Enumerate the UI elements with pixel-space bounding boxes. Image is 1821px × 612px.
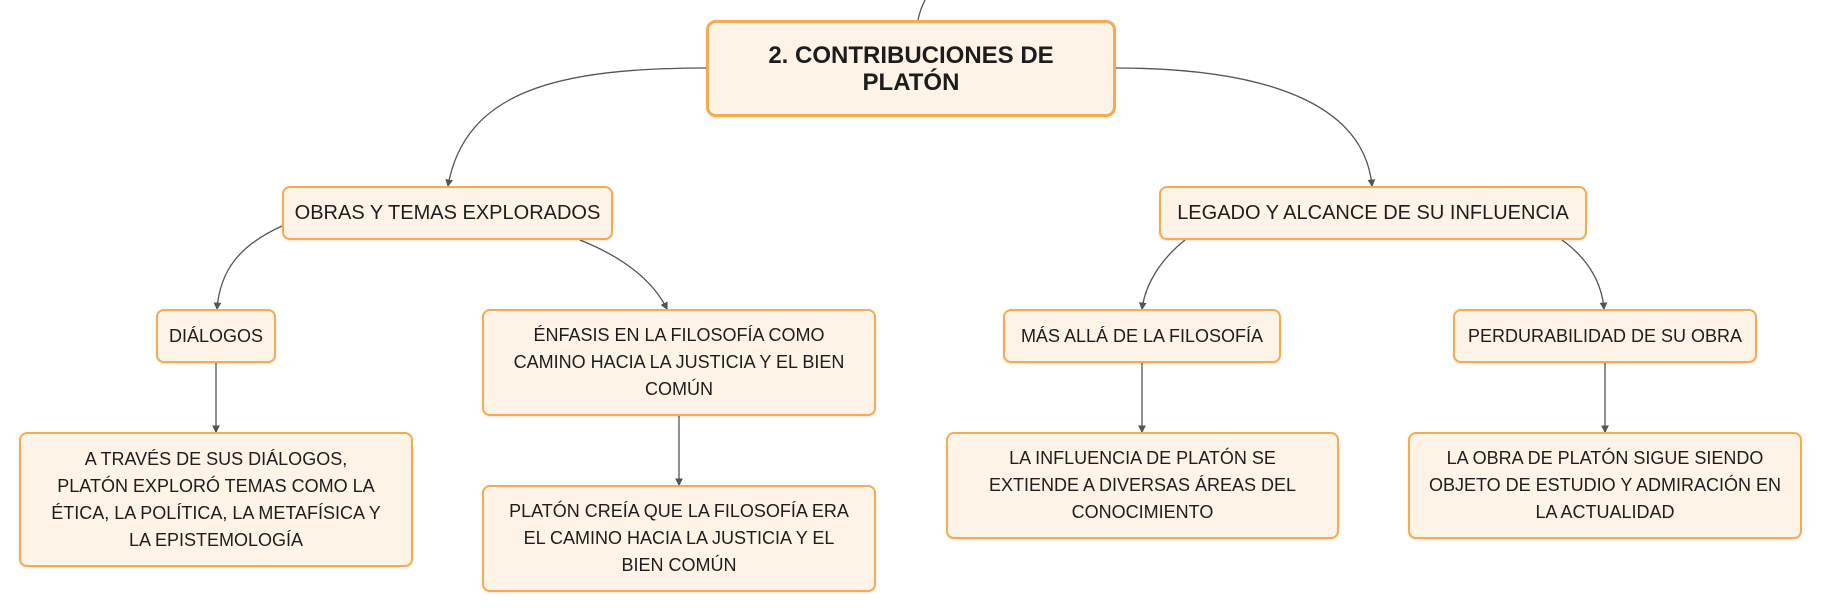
connector-root-to-obras <box>445 67 707 188</box>
detail-node-dialogos[interactable]: A TRAVÉS DE SUS DIÁLOGOS, PLATÓN EXPLORÓ… <box>19 432 413 567</box>
connector-obras-to-dialogos <box>213 225 283 311</box>
connector-legado-to-perdurabilidad <box>1561 239 1608 311</box>
connector-obras-to-enfasis <box>579 239 668 311</box>
detail-node-perdurabilidad-text: LA OBRA DE PLATÓN SIGUE SIENDO OBJETO DE… <box>1428 448 1782 522</box>
topic-node-mas-alla-label: MÁS ALLÁ DE LA FILOSOFÍA <box>1020 325 1264 346</box>
topic-node-mas-alla[interactable]: MÁS ALLÁ DE LA FILOSOFÍA <box>1003 309 1281 363</box>
connector-parent-to-root <box>917 0 926 21</box>
topic-node-enfasis[interactable]: ÉNFASIS EN LA FILOSOFÍA COMO CAMINO HACI… <box>482 309 876 416</box>
detail-node-dialogos-text: A TRAVÉS DE SUS DIÁLOGOS, PLATÓN EXPLORÓ… <box>51 448 381 550</box>
connector-root-to-legado <box>1114 67 1376 188</box>
branch-node-obras-label: OBRAS Y TEMAS EXPLORADOS <box>294 201 601 224</box>
topic-node-dialogos-label: DIÁLOGOS <box>168 325 264 346</box>
root-node-label: 2. CONTRIBUCIONES DE PLATÓN <box>768 41 1054 96</box>
topic-node-perdurabilidad[interactable]: PERDURABILIDAD DE SU OBRA <box>1453 309 1757 363</box>
branch-node-legado[interactable]: LEGADO Y ALCANCE DE SU INFLUENCIA <box>1159 186 1587 240</box>
topic-node-perdurabilidad-label: PERDURABILIDAD DE SU OBRA <box>1467 325 1743 346</box>
topic-node-enfasis-label: ÉNFASIS EN LA FILOSOFÍA COMO CAMINO HACI… <box>513 325 845 399</box>
branch-node-legado-label: LEGADO Y ALCANCE DE SU INFLUENCIA <box>1177 201 1569 224</box>
topic-node-dialogos[interactable]: DIÁLOGOS <box>156 309 276 363</box>
root-node[interactable]: 2. CONTRIBUCIONES DE PLATÓN <box>706 20 1116 117</box>
branch-node-obras[interactable]: OBRAS Y TEMAS EXPLORADOS <box>282 186 613 240</box>
detail-node-enfasis[interactable]: PLATÓN CREÍA QUE LA FILOSOFÍA ERA EL CAM… <box>482 485 876 592</box>
detail-node-enfasis-text: PLATÓN CREÍA QUE LA FILOSOFÍA ERA EL CAM… <box>509 501 849 575</box>
detail-node-perdurabilidad[interactable]: LA OBRA DE PLATÓN SIGUE SIENDO OBJETO DE… <box>1408 432 1802 539</box>
connector-legado-to-mas-alla <box>1138 239 1186 311</box>
detail-node-mas-alla-text: LA INFLUENCIA DE PLATÓN SE EXTIENDE A DI… <box>988 448 1297 522</box>
detail-node-mas-alla[interactable]: LA INFLUENCIA DE PLATÓN SE EXTIENDE A DI… <box>946 432 1339 539</box>
